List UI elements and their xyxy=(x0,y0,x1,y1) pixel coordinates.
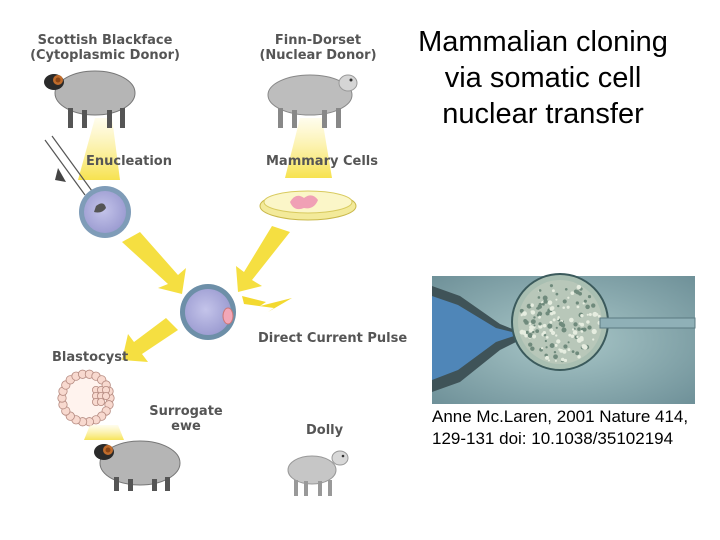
label-nuclear-donor-role: (Nuclear Donor) xyxy=(259,48,377,63)
arrow-dish-to-fusion xyxy=(236,226,290,292)
label-direct-current-pulse: Direct Current Pulse xyxy=(258,331,408,346)
label-blastocyst: Blastocyst xyxy=(52,350,129,365)
label-enucleation: Enucleation xyxy=(86,154,172,169)
micrograph-image xyxy=(432,273,696,404)
beam-surrogate xyxy=(84,425,124,440)
dolly-lamb xyxy=(287,450,349,496)
oocyte-cell xyxy=(79,186,131,238)
title-line-1: Mammalian cloning xyxy=(418,26,668,58)
citation-line-2: 129-131 doi: 10.1038/35102194 xyxy=(432,429,674,448)
label-nuclear-donor: Finn-Dorset (Nuclear Donor) xyxy=(258,33,378,63)
title-line-3: nuclear transfer xyxy=(442,98,644,130)
scottish-blackface-sheep xyxy=(44,70,136,128)
surrogate-ewe-sheep xyxy=(94,440,181,491)
label-ewe: ewe xyxy=(171,419,201,434)
citation-line-1: Anne Mc.Laren, 2001 Nature 414, xyxy=(432,407,689,426)
arrow-oocyte-to-fusion xyxy=(122,232,186,294)
label-mammary-cells: Mammary Cells xyxy=(266,154,378,169)
slide-title: Mammalian cloning via somatic cell nucle… xyxy=(398,24,688,132)
citation-caption: Anne Mc.Laren, 2001 Nature 414, 129-131 … xyxy=(432,406,717,450)
fused-cell xyxy=(180,284,236,340)
petri-dish xyxy=(259,190,357,221)
finn-dorset-sheep xyxy=(267,74,358,128)
label-scottish-blackface: Scottish Blackface xyxy=(37,33,173,48)
blastocyst-cell xyxy=(57,369,115,427)
enucleation-pipette xyxy=(44,135,93,196)
label-finn-dorset: Finn-Dorset xyxy=(274,33,362,48)
label-cytoplasmic-donor: Scottish Blackface (Cytoplasmic Donor) xyxy=(30,33,180,63)
current-pulse-icon xyxy=(242,296,292,312)
label-surrogate: Surrogate xyxy=(149,404,223,419)
beam-left xyxy=(78,118,120,180)
label-surrogate-ewe: Surrogate ewe xyxy=(146,404,226,434)
label-dolly: Dolly xyxy=(306,423,344,438)
label-cytoplasmic-donor-role: (Cytoplasmic Donor) xyxy=(30,48,180,63)
title-line-2: via somatic cell xyxy=(444,62,642,94)
beam-right xyxy=(285,118,332,178)
arrow-fusion-to-blastocyst xyxy=(122,318,178,362)
